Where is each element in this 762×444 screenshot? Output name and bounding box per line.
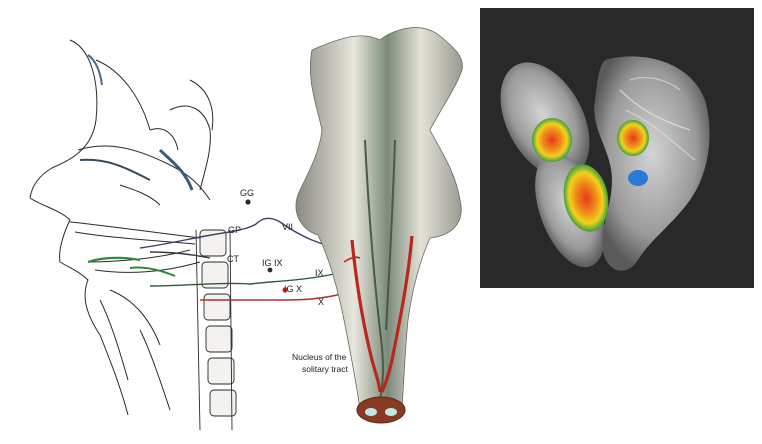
label-ct: CT [227,254,239,264]
label-vii: VII [282,222,293,232]
label-x: X [318,297,324,307]
nucleus-caption: Nucleus of the solitary tract [292,352,348,374]
label-ix: IX [315,268,324,278]
fmri-activation-panel [480,8,754,288]
ganglion-dot-icon [245,199,250,204]
ganglion-dot-icon [268,268,273,273]
head-sagittal-drawing [30,40,213,415]
caption-line-2: solitary tract [302,364,348,374]
label-ig-x: IG X [284,284,302,294]
label-gp: GP [228,225,241,235]
label-ig-ix: IG IX [262,258,283,268]
tongue-taste-region [88,258,175,276]
label-gg: GG [240,188,254,198]
caption-line-1: Nucleus of the [292,352,347,362]
